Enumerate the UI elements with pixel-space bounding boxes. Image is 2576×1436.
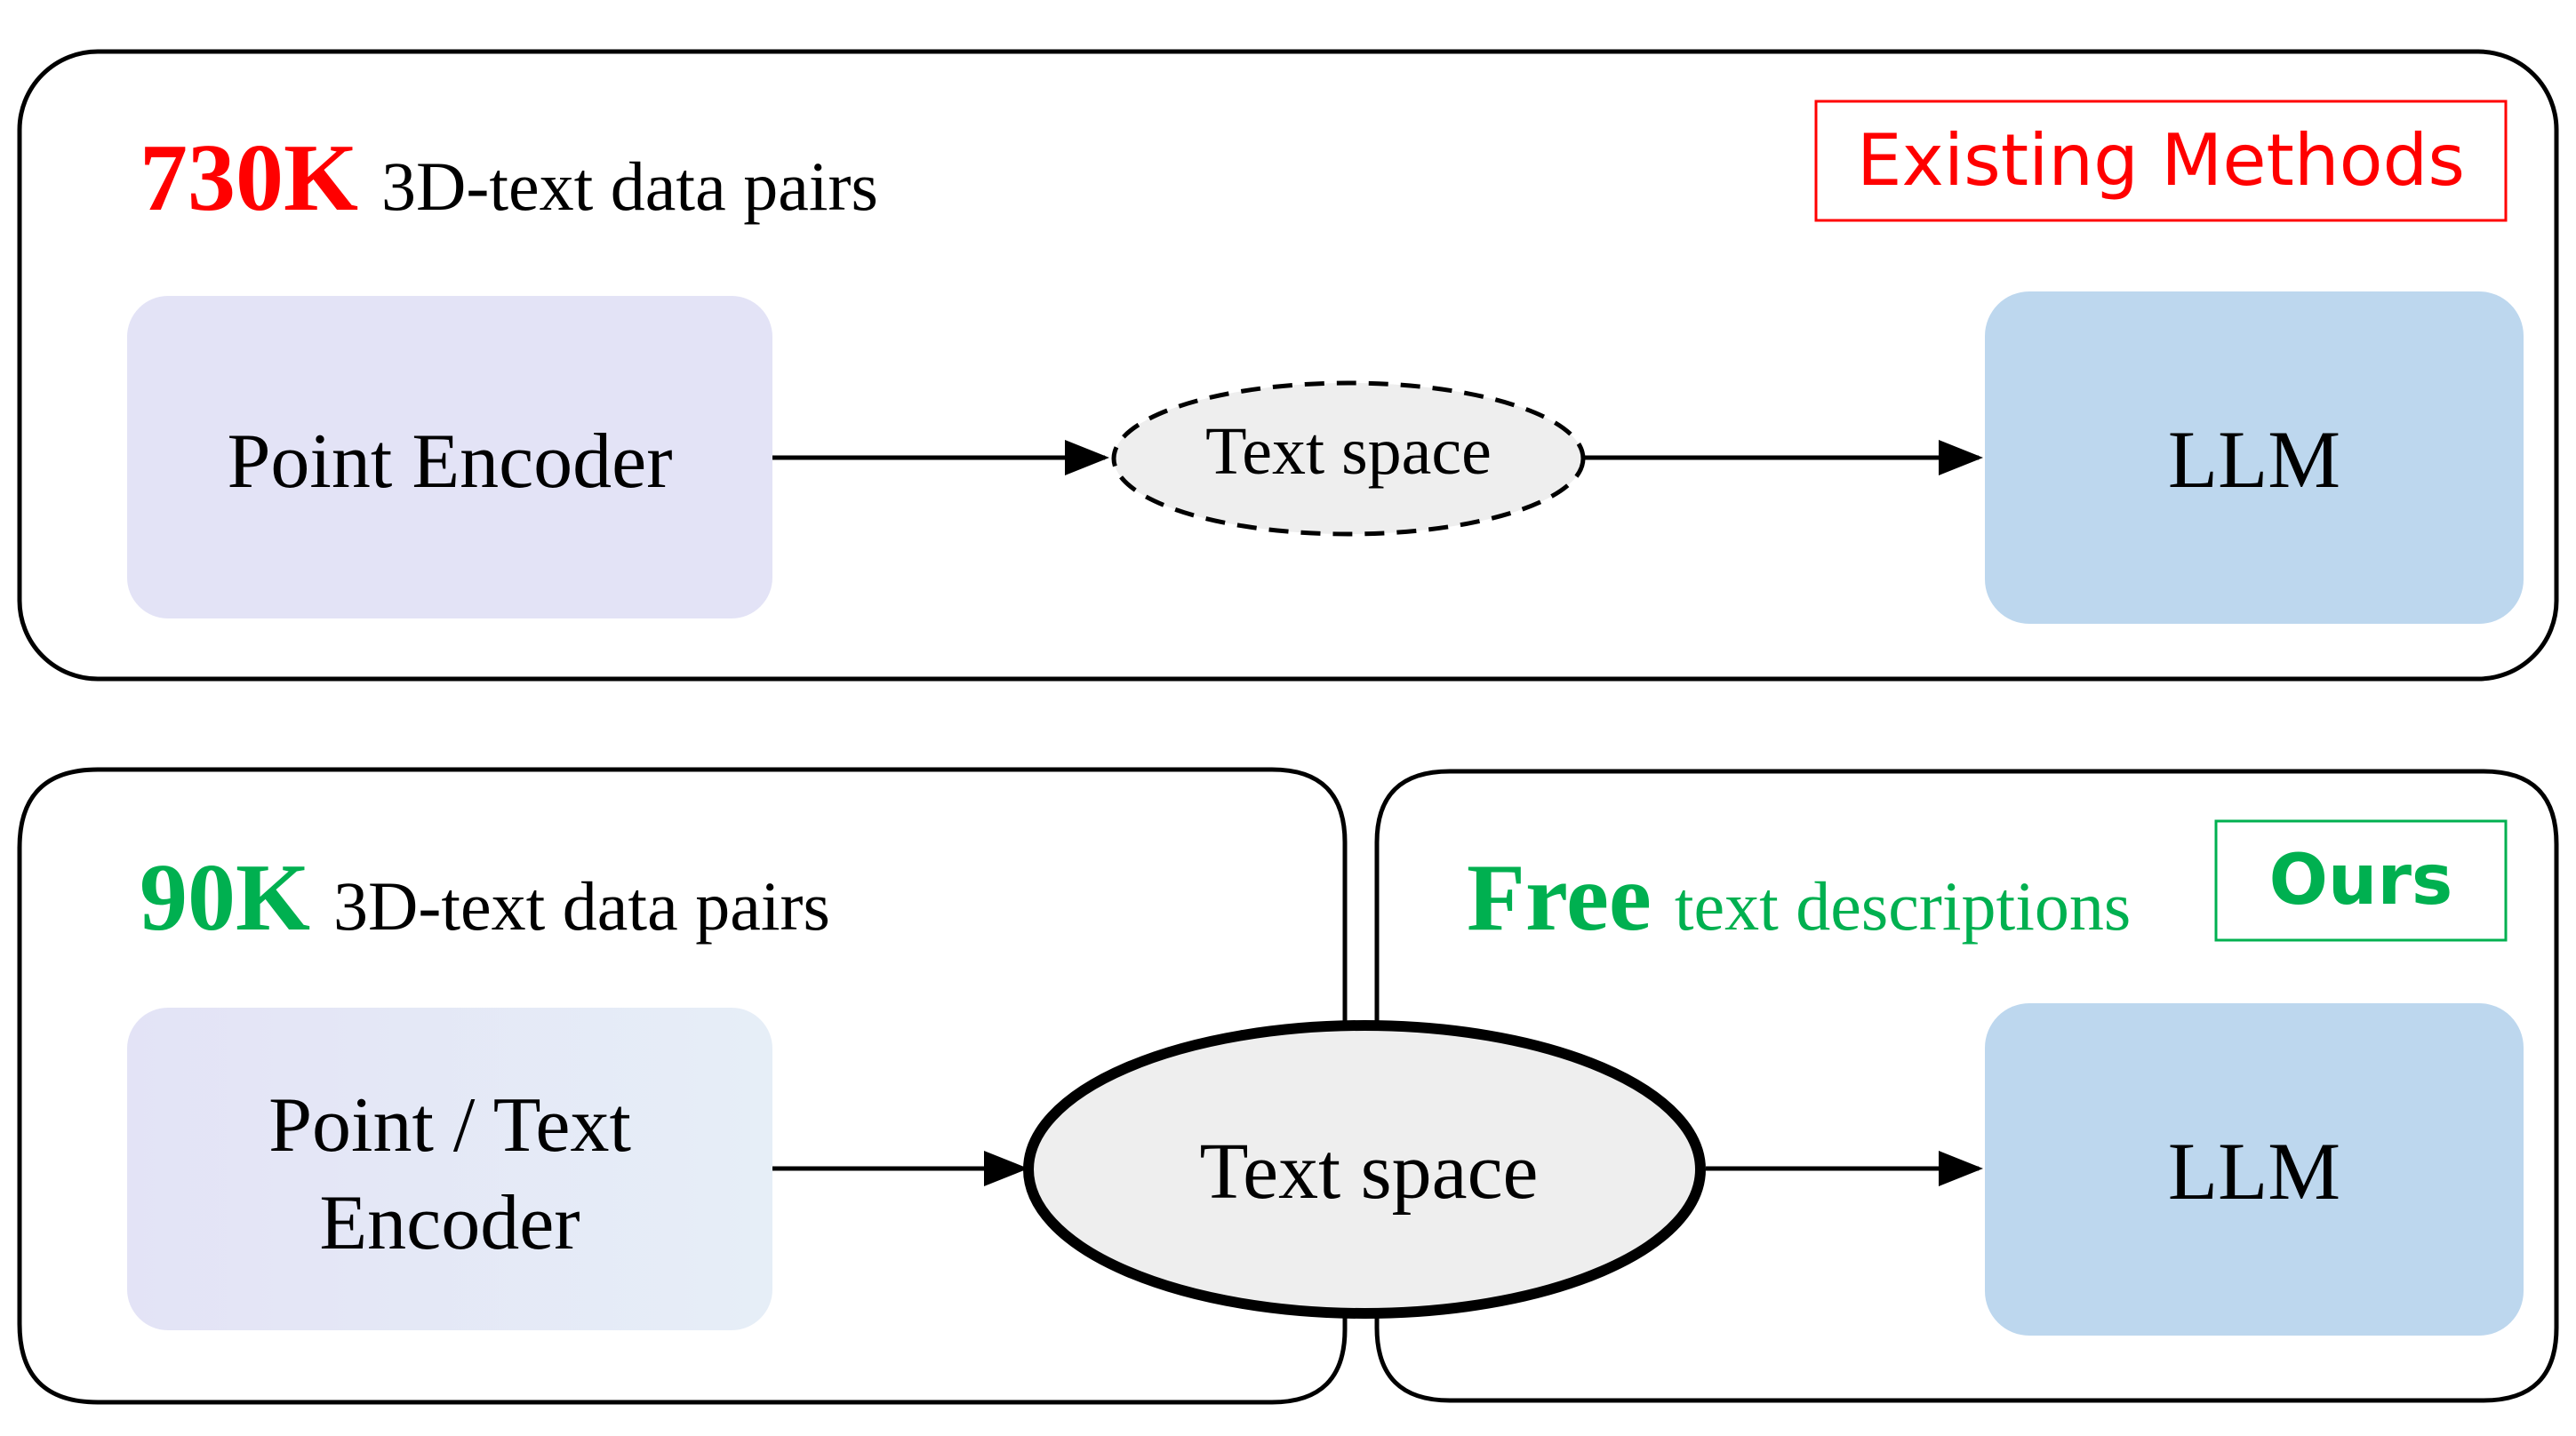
point-text-encoder-label-line2: Encoder — [319, 1180, 580, 1266]
top-heading-number: 730K — [140, 125, 358, 231]
text-space-solid-ellipse — [1023, 1020, 1706, 1319]
top-llm-label: LLM — [2168, 414, 2340, 505]
bottom-text-space-label: Text space — [1199, 1128, 1538, 1216]
top-panel: 730K 3D-text data pairs Existing Methods… — [17, 49, 2559, 682]
bottom-left-heading-text: 3D-text data pairs — [333, 867, 830, 945]
bottom-right-heading: Free text descriptions — [1467, 845, 2131, 951]
bottom-panel: 90K 3D-text data pairs Free text descrip… — [17, 767, 2559, 1405]
ours-badge-label: Ours — [2269, 841, 2453, 921]
bottom-right-heading-text: text descriptions — [1675, 867, 2131, 945]
bottom-right-frame — [1374, 769, 2559, 1403]
top-llm-box — [1985, 291, 2524, 624]
top-text-space-label: Text space — [1205, 414, 1492, 489]
point-encoder-box — [127, 296, 772, 618]
bottom-llm-label: LLM — [2168, 1126, 2340, 1217]
top-heading: 730K 3D-text data pairs — [140, 125, 878, 231]
bottom-llm-box — [1985, 1003, 2524, 1336]
point-encoder-label: Point Encoder — [227, 419, 672, 505]
point-text-encoder-box — [127, 1008, 772, 1330]
top-heading-text: 3D-text data pairs — [381, 148, 878, 225]
point-text-encoder-label-line1: Point / Text — [268, 1082, 631, 1169]
bottom-left-heading-number: 90K — [140, 845, 310, 951]
bottom-left-heading: 90K 3D-text data pairs — [140, 845, 830, 951]
existing-methods-badge-label: Existing Methods — [1857, 119, 2465, 202]
top-panel-frame — [17, 49, 2559, 682]
ours-badge — [2214, 819, 2508, 942]
bottom-left-frame — [17, 767, 1348, 1405]
bottom-right-heading-word: Free — [1467, 845, 1652, 951]
existing-methods-badge — [1814, 100, 2508, 222]
